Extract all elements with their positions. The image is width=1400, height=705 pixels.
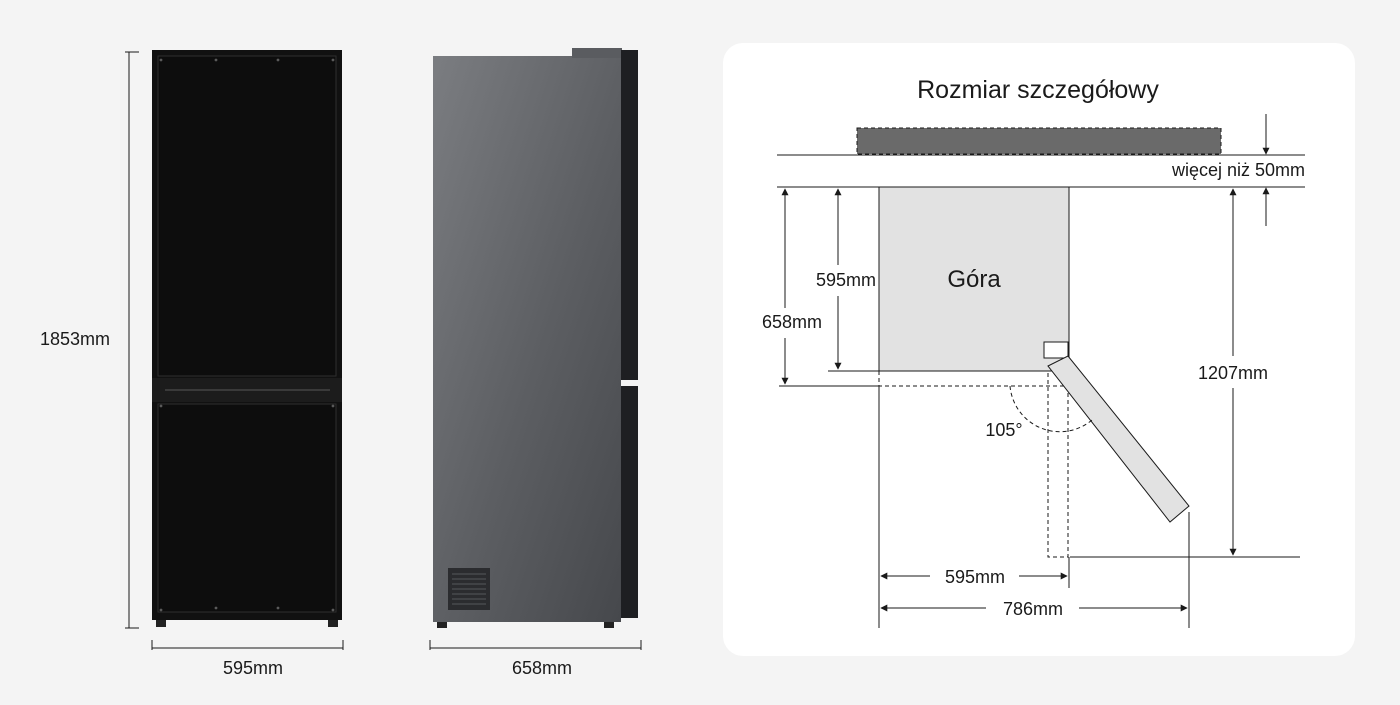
fridge-side-vent-grille <box>448 568 490 610</box>
total-depth-label: 658mm <box>762 312 822 332</box>
detail-panel-title: Rozmiar szczegółowy <box>917 76 1159 104</box>
wall-outline <box>856 127 1222 155</box>
width-label: 595mm <box>945 567 1005 587</box>
fridge-side-upper-door-edge <box>621 50 638 380</box>
front-height-label: 1853mm <box>40 329 110 349</box>
fridge-front-upper-door <box>157 55 337 377</box>
door-open-depth-label: 1207mm <box>1198 363 1268 383</box>
top-view-label: Góra <box>947 266 1001 293</box>
fridge-front-foot-right <box>328 620 338 627</box>
fridge-side-top-cap <box>572 48 622 58</box>
fridge-front-screws <box>159 58 335 612</box>
body-depth-label: 595mm <box>816 270 876 290</box>
fridge-front-lower-door <box>157 403 337 613</box>
front-view: 1853mm 595mm <box>40 50 344 678</box>
clearance-label: więcej niż 50mm <box>1171 160 1305 180</box>
fridge-side-foot-back <box>437 622 447 628</box>
angle-label: 105° <box>985 420 1022 440</box>
open-width-label: 786mm <box>1003 599 1063 619</box>
side-view: 658mm <box>429 48 642 678</box>
fridge-side-body <box>433 56 621 622</box>
hinge-block <box>1043 341 1069 359</box>
detail-panel: Rozmiar szczegółowy więcej niż 50mm Góra… <box>723 43 1355 656</box>
fridge-side-foot-front <box>604 622 614 628</box>
open-door <box>1047 355 1190 523</box>
top-view-body <box>878 186 1070 372</box>
front-width-label: 595mm <box>223 658 283 678</box>
side-depth-label: 658mm <box>512 658 572 678</box>
fridge-side-lower-door-edge <box>621 386 638 618</box>
fridge-front-foot-left <box>156 620 166 627</box>
angle-arc <box>1009 385 1093 433</box>
